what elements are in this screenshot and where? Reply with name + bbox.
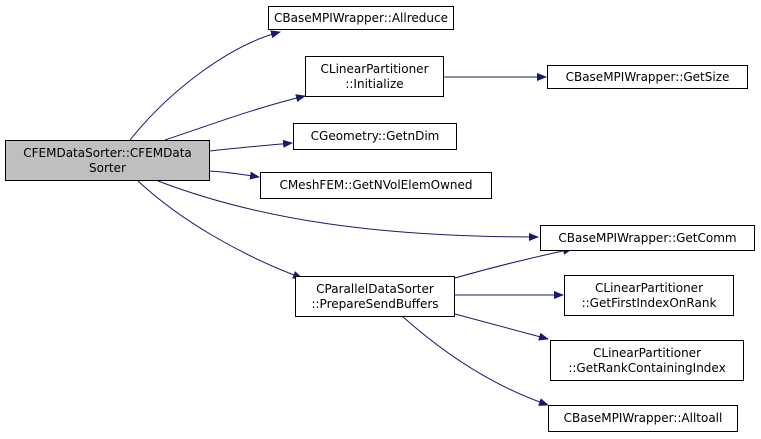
node-label-line2: ::PrepareSendBuffers xyxy=(311,296,439,311)
node-getsize[interactable]: CBaseMPIWrapper::GetSize xyxy=(547,65,748,89)
node-label-line2: Sorter xyxy=(89,160,126,175)
node-label: CGeometry::GetnDim xyxy=(310,129,440,143)
edge-root-to-allreduce xyxy=(129,30,281,141)
node-getcomm[interactable]: CBaseMPIWrapper::GetComm xyxy=(540,225,755,251)
edge-root-to-getcomm xyxy=(157,180,539,241)
node-cfemdatasorter-constructor[interactable]: CFEMDataSorter::CFEMData Sorter xyxy=(5,140,210,181)
node-getrankcontainingindex[interactable]: CLinearPartitioner ::GetRankContainingIn… xyxy=(550,340,744,381)
node-getndim[interactable]: CGeometry::GetnDim xyxy=(293,123,457,150)
node-label: CMeshFEM::GetNVolElemOwned xyxy=(279,178,473,192)
edge-root-to-preparesendbuffers xyxy=(137,180,303,279)
node-allreduce[interactable]: CBaseMPIWrapper::Allreduce xyxy=(268,6,454,30)
node-label: CBaseMPIWrapper::Allreduce xyxy=(274,10,448,25)
node-label-line2: ::Initialize xyxy=(345,76,404,91)
node-label-line1: CLinearPartitioner xyxy=(593,345,701,360)
edge-prepare-to-getcomm xyxy=(454,246,573,279)
edge-prepare-to-alltoall xyxy=(401,315,549,406)
node-label-line2: ::GetFirstIndexOnRank xyxy=(581,295,717,310)
node-label-line1: CParallelDataSorter xyxy=(316,281,434,296)
edge-root-to-getndim xyxy=(209,139,293,152)
node-label: CBaseMPIWrapper::GetComm xyxy=(558,230,737,245)
edge-root-to-linear-initialize xyxy=(164,94,306,141)
node-label-line1: CLinearPartitioner xyxy=(595,280,703,295)
node-alltoall[interactable]: CBaseMPIWrapper::Alltoall xyxy=(548,405,738,432)
node-getfirstindexonrank[interactable]: CLinearPartitioner ::GetFirstIndexOnRank xyxy=(564,275,734,316)
node-preparesendbuffers[interactable]: CParallelDataSorter ::PrepareSendBuffers xyxy=(295,276,455,317)
node-label-line2: ::GetRankContainingIndex xyxy=(568,360,726,375)
edge-prepare-to-rankcontaining xyxy=(454,313,549,341)
edge-root-to-getnvolelemowned xyxy=(209,170,260,180)
node-getnvolelemowned[interactable]: CMeshFEM::GetNVolElemOwned xyxy=(260,172,492,199)
node-label: CBaseMPIWrapper::GetSize xyxy=(565,69,730,84)
node-label: CBaseMPIWrapper::Alltoall xyxy=(563,411,723,425)
node-linear-partitioner-initialize[interactable]: CLinearPartitioner ::Initialize xyxy=(305,56,444,97)
node-label-line1: CFEMDataSorter::CFEMData xyxy=(23,145,192,160)
node-label-line1: CLinearPartitioner xyxy=(320,61,429,76)
